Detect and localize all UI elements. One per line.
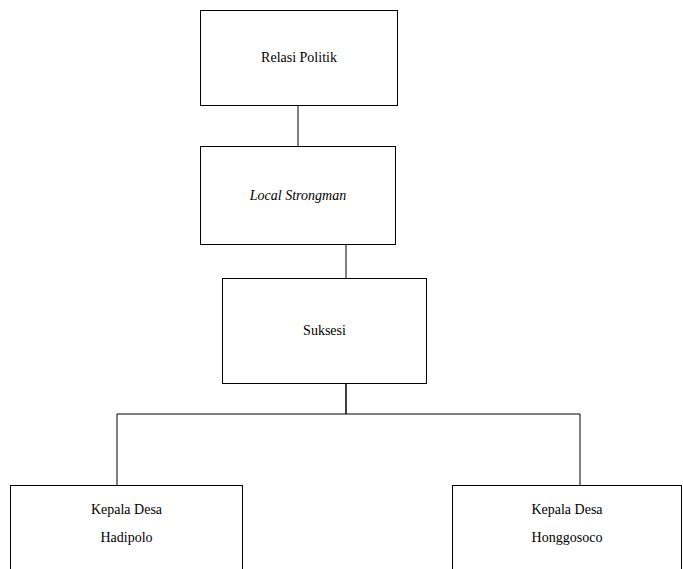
connector-line bbox=[117, 384, 346, 485]
connector-line bbox=[346, 384, 580, 485]
node-label: Suksesi bbox=[303, 321, 346, 341]
process-box: Local Strongman bbox=[200, 146, 396, 245]
node-label: Local Strongman bbox=[250, 186, 346, 206]
node-label: Relasi Politik bbox=[261, 48, 337, 68]
node-label: Kepala Desa Hadipolo bbox=[82, 496, 172, 552]
connector-line bbox=[346, 245, 347, 278]
process-box: Kepala Desa Hadipolo bbox=[10, 485, 243, 569]
process-box: Relasi Politik bbox=[200, 10, 398, 106]
process-box: Suksesi bbox=[222, 278, 427, 384]
connector-line bbox=[298, 106, 299, 146]
node-label: Kepala Desa Honggosoco bbox=[522, 496, 612, 552]
process-box: Kepala Desa Honggosoco bbox=[452, 485, 682, 569]
